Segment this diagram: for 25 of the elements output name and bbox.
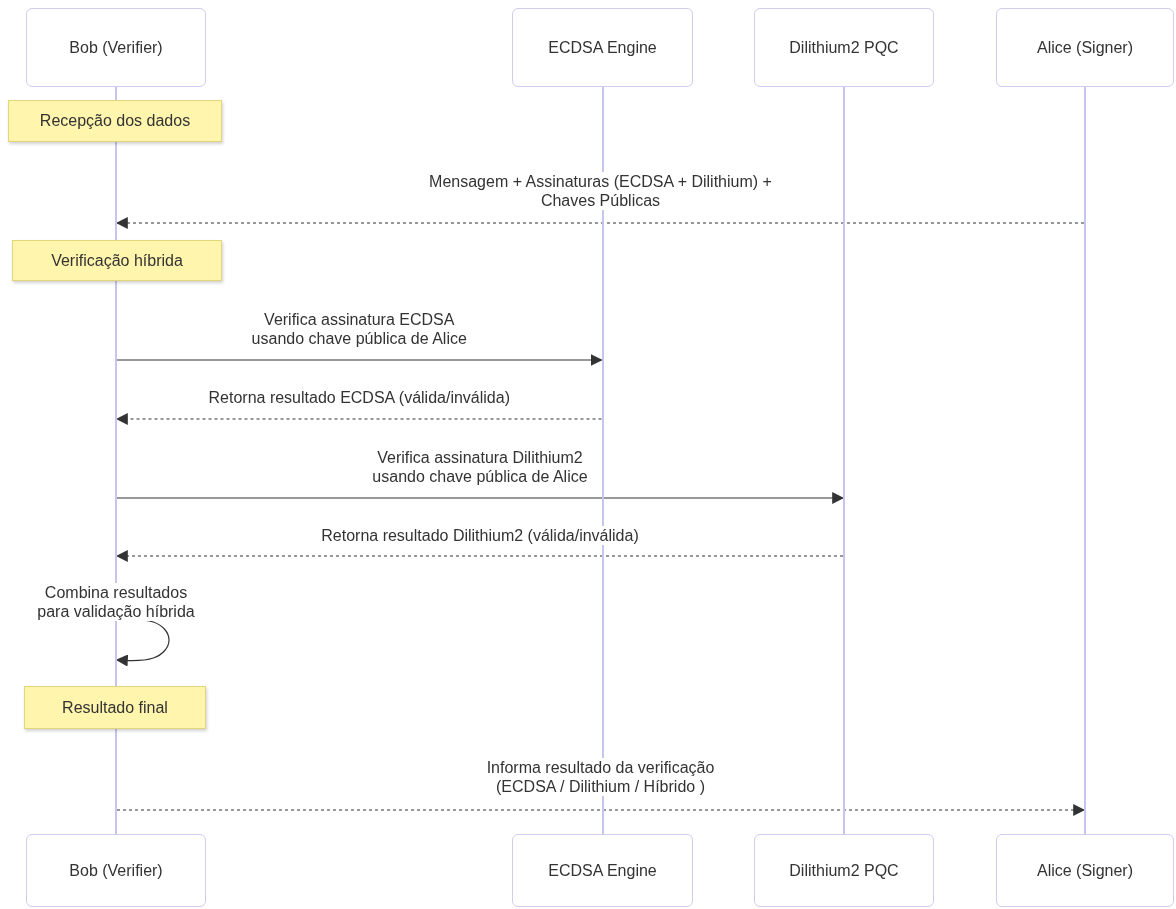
lifeline <box>115 87 117 100</box>
participant-box: Dilithium2 PQC <box>754 834 934 907</box>
participant-box: Bob (Verifier) <box>26 8 206 87</box>
message-arrow <box>116 804 1086 816</box>
message-label: Retorna resultado Dilithium2 (válida/inválida) <box>321 526 639 545</box>
lifeline <box>843 87 845 834</box>
message-arrow <box>115 413 603 425</box>
note-box: Verificação híbrida <box>12 240 222 281</box>
participant-box: Alice (Signer) <box>996 834 1174 907</box>
note-box: Resultado final <box>24 686 206 729</box>
message-arrow <box>116 492 845 504</box>
lifeline <box>115 281 117 686</box>
message-label: Retorna resultado ECDSA (válida/inválida) <box>208 388 510 407</box>
message-arrow <box>115 550 844 562</box>
participant-box: Dilithium2 PQC <box>754 8 934 87</box>
lifeline <box>115 142 117 240</box>
participant-box: ECDSA Engine <box>512 834 693 907</box>
message-arrow <box>116 354 603 366</box>
participant-box: ECDSA Engine <box>512 8 693 87</box>
message-arrow <box>115 217 1085 229</box>
lifeline <box>1084 87 1086 834</box>
participant-box: Bob (Verifier) <box>26 834 206 907</box>
note-box: Recepção dos dados <box>8 100 222 142</box>
lifeline <box>115 729 117 834</box>
participant-box: Alice (Signer) <box>996 8 1174 87</box>
